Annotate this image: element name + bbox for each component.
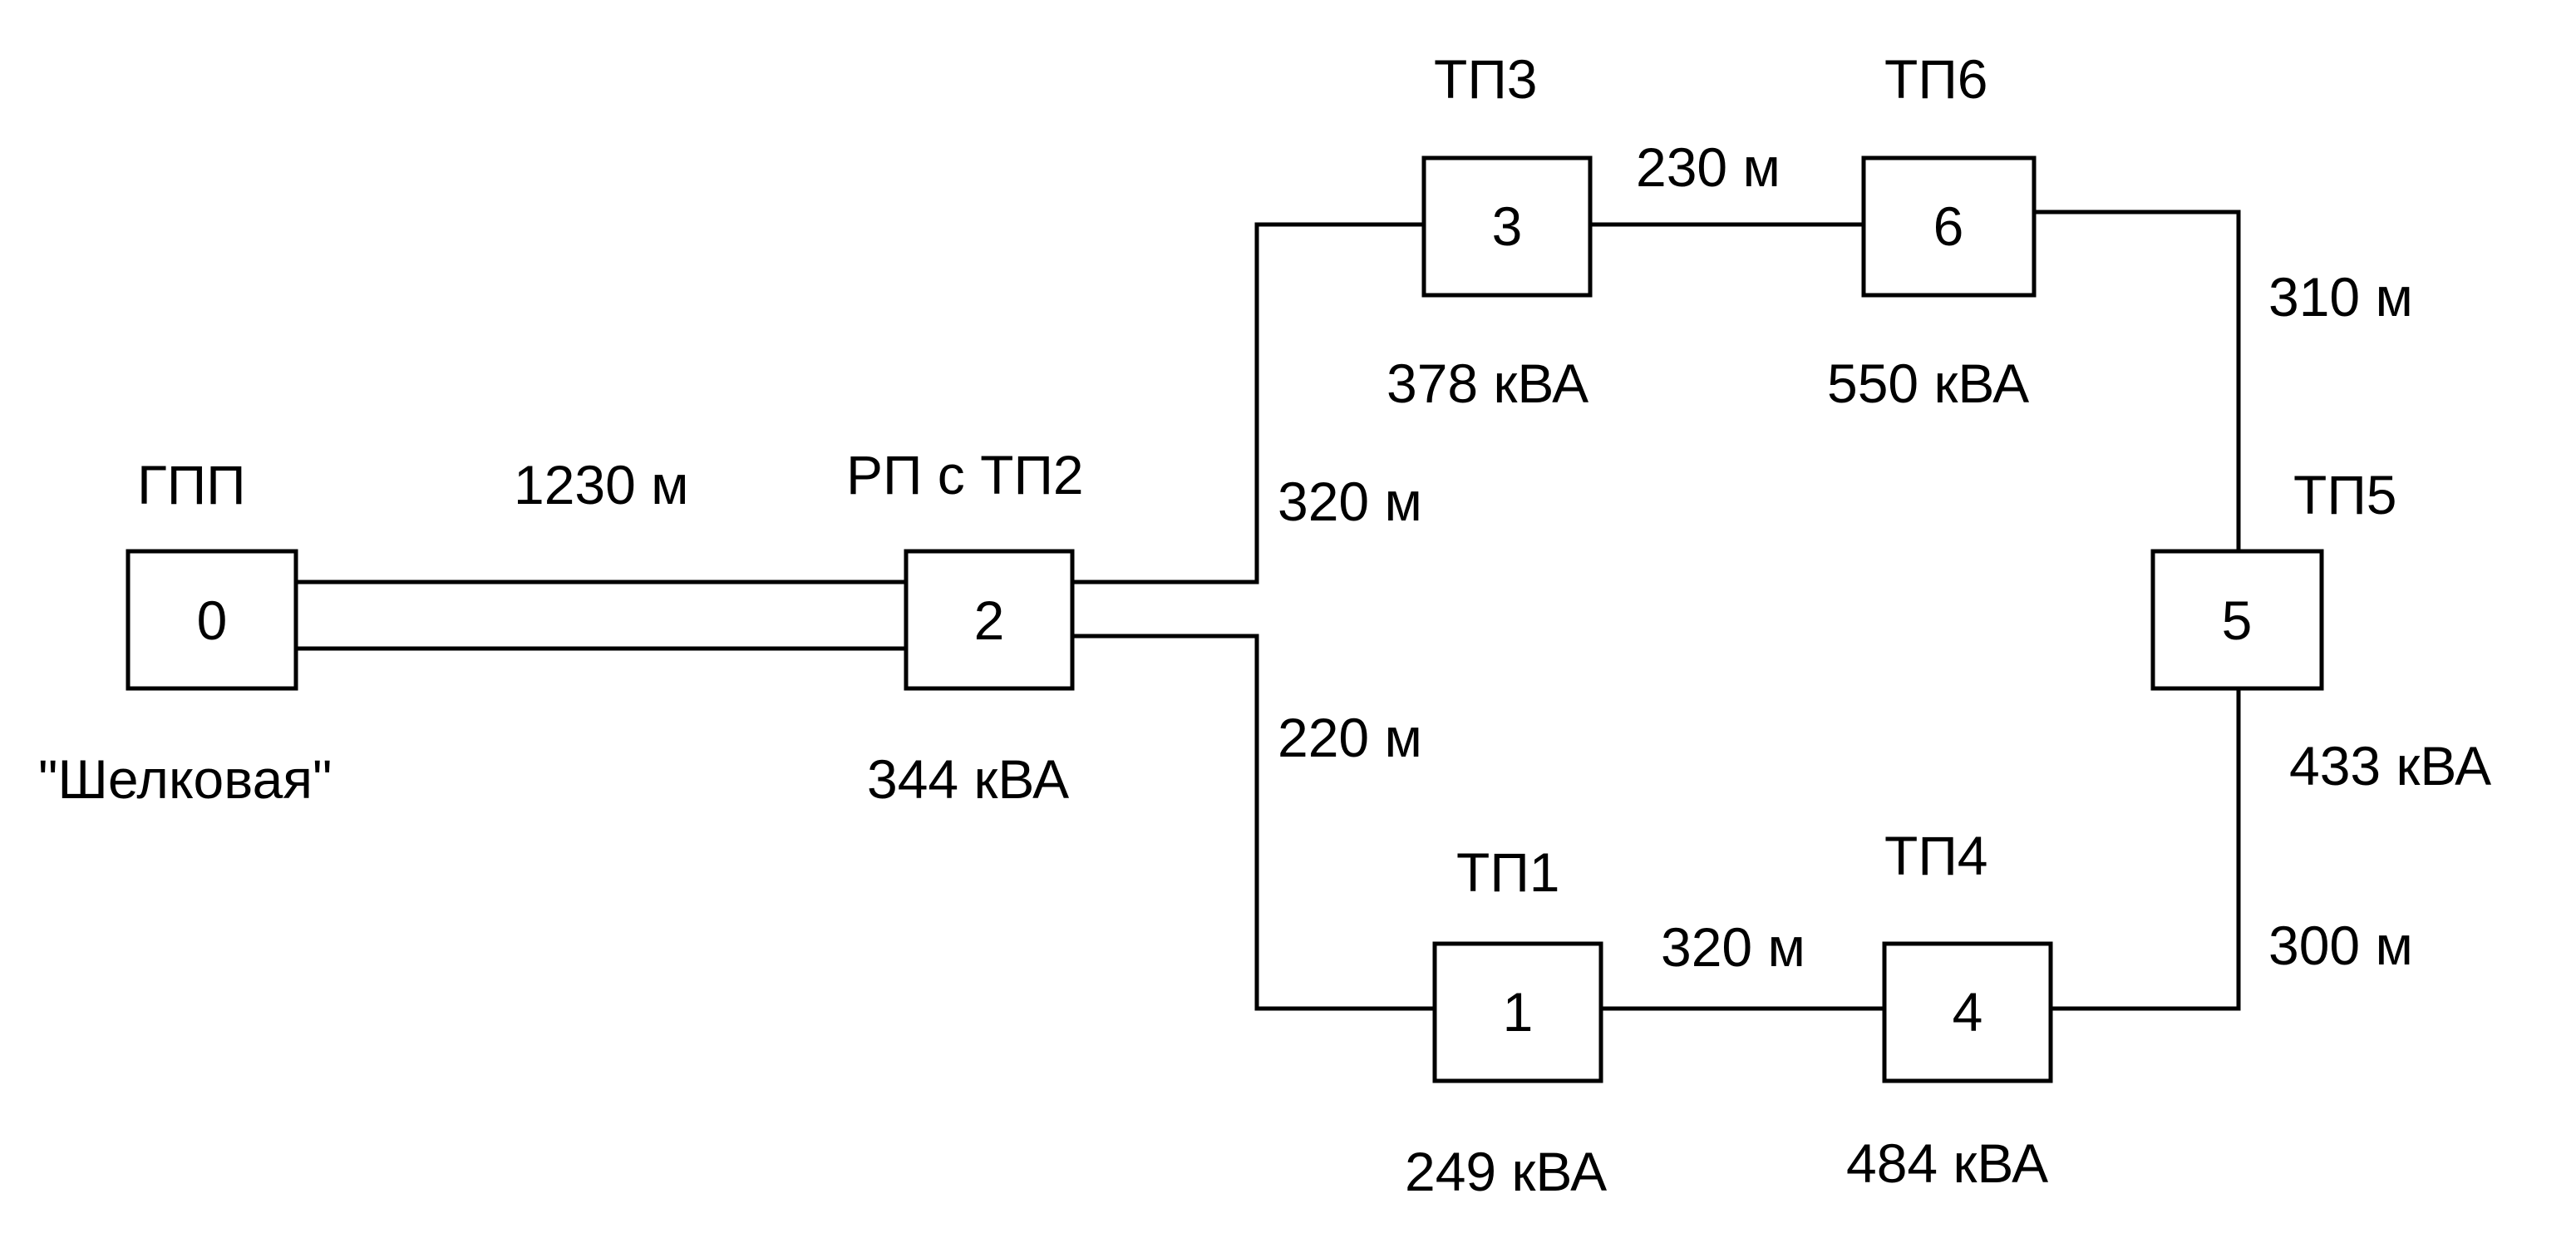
connections bbox=[296, 210, 2241, 1011]
line-length-tp1-tp4: 320 м bbox=[1661, 916, 1805, 978]
node-number: 6 bbox=[1933, 195, 1964, 257]
node-box bbox=[904, 549, 1075, 691]
line-length-gpp-rp: 1230 м bbox=[514, 454, 689, 515]
node-number: 3 bbox=[1492, 195, 1523, 257]
node-number: 4 bbox=[1953, 981, 1983, 1043]
line-tp4-tp5 bbox=[2051, 688, 2241, 1011]
line-length-rp-tp3: 320 м bbox=[1278, 471, 1422, 532]
node-box bbox=[1421, 155, 1593, 298]
node-power-tp6: 550 кВА bbox=[1827, 353, 2029, 414]
node-title-gpp: ГПП bbox=[137, 454, 246, 515]
line-labels: 1230 м 320 м 230 м 310 м 220 м 320 м 300… bbox=[514, 136, 2413, 978]
node-box bbox=[1432, 941, 1603, 1083]
line-length-tp3-tp6: 230 м bbox=[1636, 136, 1781, 198]
line-rp-tp1 bbox=[1072, 634, 1435, 1011]
node-title-tp1: ТП1 bbox=[1456, 841, 1559, 903]
node-tp4: 4 bbox=[1882, 941, 2053, 1083]
node-power-tp1: 249 кВА bbox=[1405, 1141, 1607, 1202]
node-tp6: 6 bbox=[1861, 155, 2037, 298]
node-tp1: 1 bbox=[1432, 941, 1603, 1083]
line-length-tp6-tp5: 310 м bbox=[2268, 266, 2413, 328]
node-power-tp4: 484 кВА bbox=[1846, 1132, 2048, 1194]
node-title-tp3: ТП3 bbox=[1434, 48, 1537, 110]
line-tp6-tp5 bbox=[2034, 210, 2241, 551]
node-number: 2 bbox=[974, 589, 1005, 651]
node-title-tp6: ТП6 bbox=[1884, 48, 1987, 110]
node-box bbox=[126, 549, 298, 691]
node-box bbox=[1861, 155, 2037, 298]
node-powers: "Шелковая" 344 кВА 378 кВА 550 кВА 433 к… bbox=[38, 353, 2491, 1202]
node-box bbox=[1882, 941, 2053, 1083]
node-power-tp5: 433 кВА bbox=[2289, 735, 2491, 797]
line-length-tp4-tp5: 300 м bbox=[2268, 915, 2413, 976]
node-power-rp: 344 кВА bbox=[867, 748, 1069, 810]
node-title-tp4: ТП4 bbox=[1884, 825, 1987, 886]
line-rp-tp3 bbox=[1072, 222, 1424, 585]
node-power-tp3: 378 кВА bbox=[1387, 353, 1588, 414]
node-tp3: 3 bbox=[1421, 155, 1593, 298]
node-rp: 2 bbox=[904, 549, 1075, 691]
node-title-tp5: ТП5 bbox=[2293, 464, 2396, 525]
node-number: 5 bbox=[2222, 589, 2253, 651]
node-titles: ГПП РП с ТП2 ТП3 ТП6 ТП5 ТП1 ТП4 bbox=[137, 48, 2396, 903]
node-tp5: 5 bbox=[2150, 549, 2324, 691]
node-number: 1 bbox=[1503, 981, 1534, 1043]
node-number: 0 bbox=[197, 589, 228, 651]
node-title-rp: РП с ТП2 bbox=[846, 444, 1084, 506]
node-subtitle-gpp: "Шелковая" bbox=[38, 748, 332, 810]
node-gpp: 0 bbox=[126, 549, 298, 691]
node-box bbox=[2150, 549, 2324, 691]
line-length-rp-tp1: 220 м bbox=[1278, 707, 1422, 768]
